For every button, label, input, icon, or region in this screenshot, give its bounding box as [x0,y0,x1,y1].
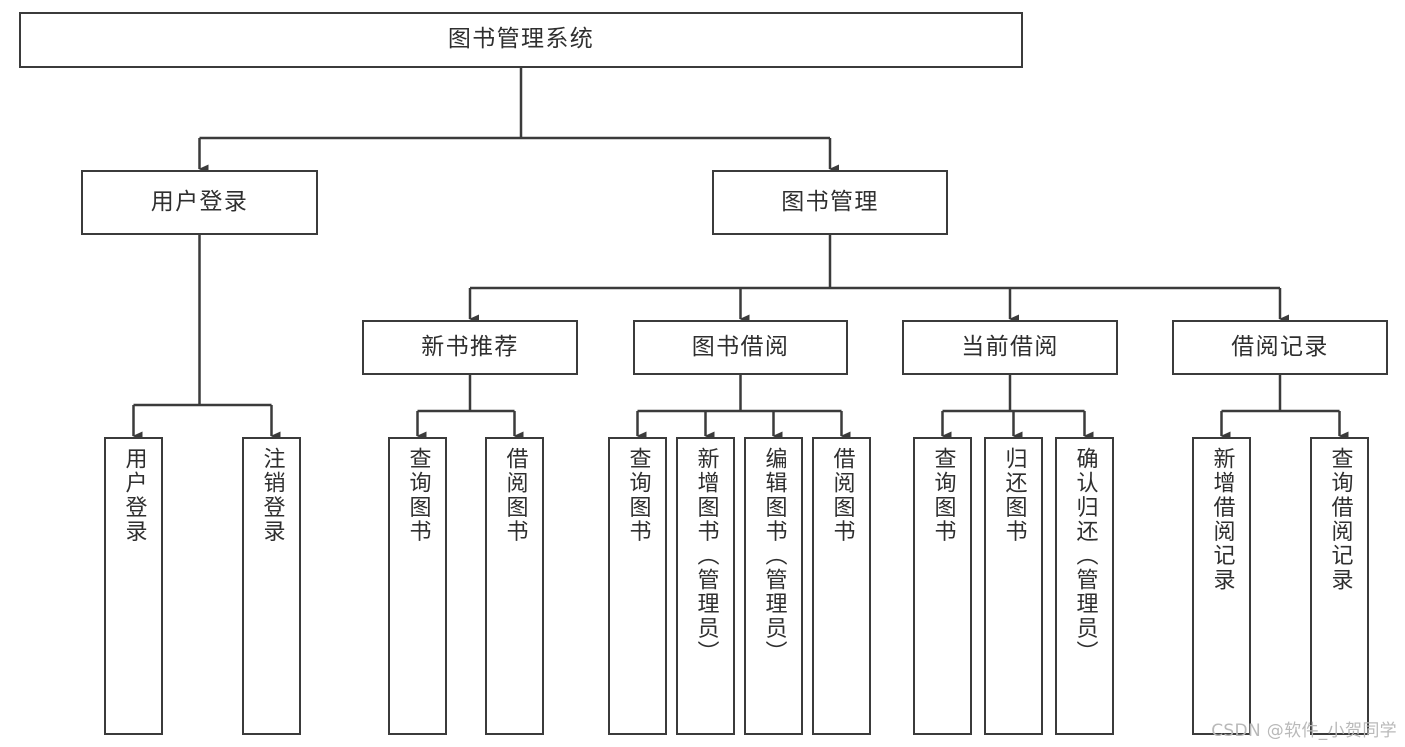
node-leaf-add-record-label: 新增借阅记录 [1209,447,1235,593]
node-leaf-query-book-1-label: 查询图书 [405,447,431,544]
node-borrow-record[interactable]: 借阅记录 [1172,320,1388,375]
node-user-login[interactable]: 用户登录 [81,170,318,235]
node-book-borrow[interactable]: 图书借阅 [633,320,848,375]
node-leaf-query-record[interactable]: 查询借阅记录 [1310,437,1369,735]
node-new-book-recommend[interactable]: 新书推荐 [362,320,578,375]
node-leaf-return-book[interactable]: 归还图书 [984,437,1043,735]
node-leaf-borrow-book-2-label: 借阅图书 [829,447,855,544]
node-book-borrow-label: 图书借阅 [691,333,790,360]
node-leaf-query-book-3[interactable]: 查询图书 [913,437,972,735]
node-root-label: 图书管理系统 [447,26,595,53]
node-leaf-add-record[interactable]: 新增借阅记录 [1192,437,1251,735]
node-user-login-label: 用户登录 [150,188,249,215]
node-leaf-add-book[interactable]: 新增图书（管理员） [676,437,735,735]
node-leaf-user-logout[interactable]: 注销登录 [242,437,301,735]
node-leaf-user-login[interactable]: 用户登录 [104,437,163,735]
node-leaf-add-book-label: 新增图书（管理员） [693,447,719,665]
node-new-book-recommend-label: 新书推荐 [421,333,519,360]
node-borrow-record-label: 借阅记录 [1231,333,1329,360]
node-leaf-edit-book-label: 编辑图书（管理员） [761,447,787,665]
node-current-borrow-label: 当前借阅 [961,333,1059,360]
node-leaf-edit-book[interactable]: 编辑图书（管理员） [744,437,803,735]
node-leaf-confirm-return[interactable]: 确认归还（管理员） [1055,437,1114,735]
node-leaf-query-book-2-label: 查询图书 [625,447,651,544]
node-leaf-user-login-label: 用户登录 [121,447,147,544]
edge-group [132,68,1349,441]
node-leaf-borrow-book-2[interactable]: 借阅图书 [812,437,871,735]
node-leaf-query-book-1[interactable]: 查询图书 [388,437,447,735]
node-leaf-confirm-return-label: 确认归还（管理员） [1072,447,1098,665]
node-leaf-return-book-label: 归还图书 [1001,447,1027,544]
watermark: CSDN @软件_小贺同学 [1211,721,1397,741]
node-leaf-query-record-label: 查询借阅记录 [1327,447,1353,593]
node-leaf-user-logout-label: 注销登录 [259,447,285,544]
node-leaf-query-book-3-label: 查询图书 [930,447,956,544]
node-leaf-query-book-2[interactable]: 查询图书 [608,437,667,735]
node-root[interactable]: 图书管理系统 [19,12,1023,68]
node-book-manage-label: 图书管理 [781,188,879,215]
node-leaf-borrow-book-1-label: 借阅图书 [502,447,528,544]
node-book-manage[interactable]: 图书管理 [712,170,948,235]
node-current-borrow[interactable]: 当前借阅 [902,320,1118,375]
node-leaf-borrow-book-1[interactable]: 借阅图书 [485,437,544,735]
